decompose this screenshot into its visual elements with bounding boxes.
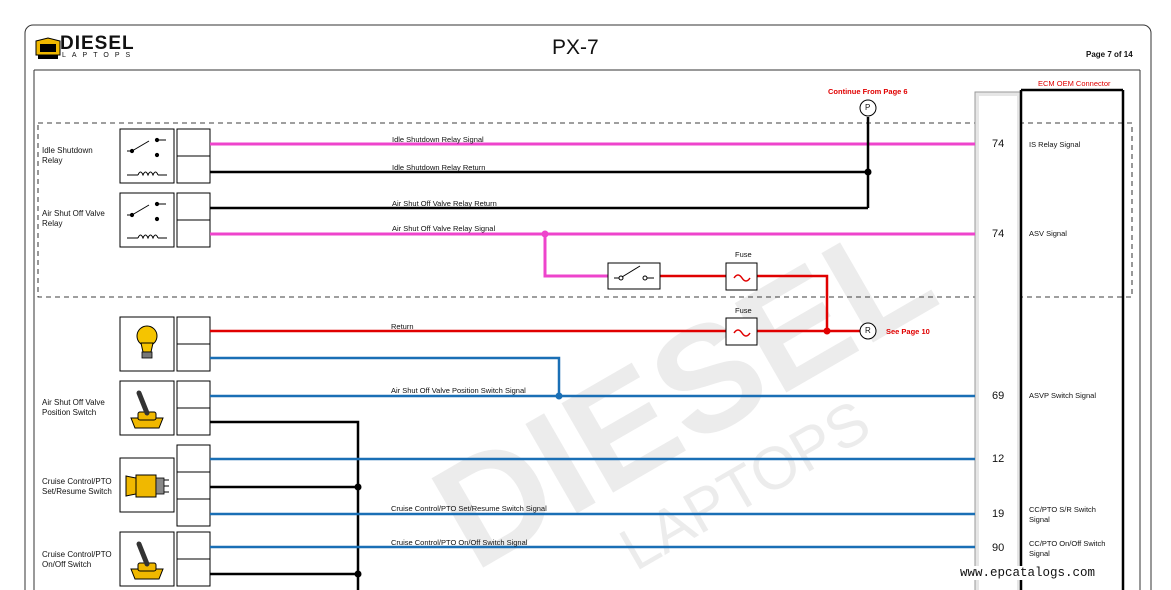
- relay-group-boundary: [37, 122, 1133, 298]
- pin-number: 19: [992, 508, 1005, 520]
- connector-cavity: [176, 316, 211, 345]
- wire-label-asvp: Air Shut Off Valve Position Switch Signa…: [391, 386, 526, 395]
- page-title: PX-7: [552, 36, 599, 59]
- pin-signal-name: ASVP Switch Signal: [1029, 391, 1096, 400]
- connector-cavity: [176, 343, 211, 372]
- wire-label-idle-ret: Idle Shutdown Relay Return: [392, 163, 486, 172]
- pin-signal-name: CC/PTO S/R Switch Signal: [1029, 505, 1096, 524]
- pin-number: 74: [992, 228, 1005, 240]
- p-marker-label: P: [865, 103, 871, 112]
- fuse-label: Fuse: [735, 306, 752, 315]
- pin-number: 12: [992, 453, 1005, 465]
- component-label-asv-position-switch: Air Shut Off Valve Position Switch: [42, 398, 105, 417]
- splice-node: [541, 230, 549, 238]
- component-label-asv-relay: Air Shut Off Valve Relay: [42, 209, 105, 228]
- splice-node: [864, 168, 872, 176]
- see-page-link[interactable]: See Page 10: [886, 327, 930, 336]
- fuse-label: Fuse: [735, 250, 752, 259]
- page-number: Page 7 of 14: [1086, 50, 1133, 59]
- rocker-switch-icon: [125, 474, 169, 498]
- pin-signal-name: ASV Signal: [1029, 229, 1067, 238]
- splice-node: [555, 392, 563, 400]
- wire-label-ccsr: Cruise Control/PTO Set/Resume Switch Sig…: [391, 504, 547, 513]
- p-marker-circle: [859, 99, 877, 117]
- url-watermark: www.epcatalogs.com: [958, 566, 1098, 580]
- splice-node: [823, 327, 831, 335]
- connector-cavity: [176, 219, 211, 248]
- ecm-connector-face: [979, 96, 1017, 590]
- connector-cavity: [176, 192, 211, 221]
- wire-asv-relay-branch: [543, 234, 608, 278]
- splice-node: [354, 570, 362, 578]
- continue-from-link[interactable]: Continue From Page 6: [828, 87, 908, 96]
- wire-label-idle-sig: Idle Shutdown Relay Signal: [392, 135, 484, 144]
- logo-word: DIESEL: [60, 33, 135, 54]
- relay-icon: [127, 201, 167, 240]
- page-frame: [24, 24, 1152, 590]
- connector-cavity: [176, 444, 211, 473]
- splice-node: [354, 483, 362, 491]
- diesel-laptops-logo: [35, 37, 61, 59]
- connector-cavity: [176, 380, 211, 409]
- wire-label-asv-sig: Air Shut Off Valve Relay Signal: [392, 224, 496, 233]
- pin-number: 69: [992, 390, 1005, 402]
- connector-cavity: [176, 407, 211, 436]
- wire-lamp-to-asvp: [210, 356, 561, 396]
- wire-switch-ground: [210, 420, 360, 590]
- connector-label: ECM OEM Connector: [1038, 79, 1111, 88]
- fuse-icon: [725, 262, 758, 291]
- pin-number: 90: [992, 542, 1005, 554]
- component-boxes: [119, 128, 211, 587]
- lamp-icon: [136, 325, 158, 359]
- component-label-idle-shutdown-relay: Idle Shutdown Relay: [42, 146, 93, 165]
- logo-subword: LAPTOPS: [62, 52, 137, 59]
- fuse-icon: [725, 317, 758, 346]
- pin-signal-name: CC/PTO On/Off Switch Signal: [1029, 539, 1106, 558]
- component-label-cc-set-resume: Cruise Control/PTO Set/Resume Switch: [42, 477, 112, 496]
- pin-number: 74: [992, 138, 1005, 150]
- r-marker-label: R: [865, 326, 871, 335]
- wire-fuse-to-node: [757, 274, 829, 331]
- wire-label-ccoo: Cruise Control/PTO On/Off Switch Signal: [391, 538, 528, 547]
- connector-cavity: [176, 498, 211, 527]
- connector-cavity: [176, 531, 211, 560]
- toggle-switch-icon: [130, 390, 164, 429]
- relay-icon: [127, 137, 167, 177]
- connector-cavity: [176, 471, 211, 500]
- toggle-switch-icon: [130, 541, 164, 580]
- component-label-cc-onoff: Cruise Control/PTO On/Off Switch: [42, 550, 112, 569]
- wire-label-asv-ret: Air Shut Off Valve Relay Return: [392, 199, 497, 208]
- wire-label-return: Return: [391, 322, 414, 331]
- asv-relay-symbol-box: [119, 192, 175, 248]
- pin-signal-name: IS Relay Signal: [1029, 140, 1081, 149]
- connector-cavity: [176, 155, 211, 184]
- connector-cavity: [176, 558, 211, 587]
- r-marker-circle: [859, 322, 877, 340]
- inline-relay-contact: [607, 262, 661, 290]
- connector-cavity: [176, 128, 211, 157]
